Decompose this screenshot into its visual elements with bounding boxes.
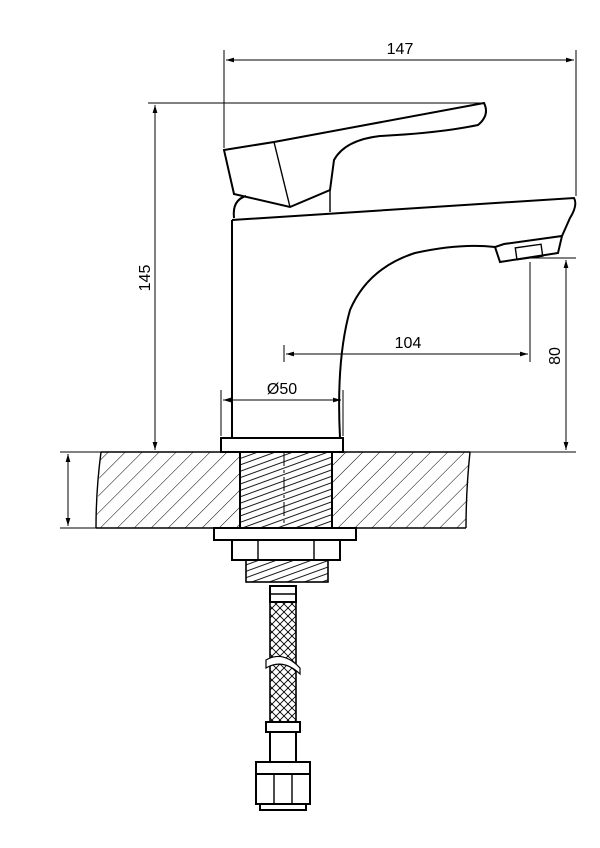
spout-reach-label: 104 — [395, 335, 422, 352]
spout-height-label: 80 — [547, 347, 564, 365]
countertop-thickness-dimension — [60, 451, 101, 529]
dimension-base-diameter: Ø50 — [220, 381, 344, 436]
base-diameter-label: Ø50 — [267, 381, 297, 398]
countertop-section — [95, 451, 471, 529]
dimension-overall-height: 145 — [137, 102, 484, 453]
dimension-spout-reach: 104 — [283, 262, 531, 362]
dimension-spout-height: 80 — [470, 257, 576, 453]
dimension-overall-width: 147 — [223, 41, 577, 196]
hex-nut-icon — [255, 761, 311, 811]
mounting-shank — [213, 452, 357, 583]
overall-width-label: 147 — [387, 41, 414, 58]
braided-hose-icon — [265, 585, 301, 763]
overall-height-label: 145 — [137, 265, 154, 292]
